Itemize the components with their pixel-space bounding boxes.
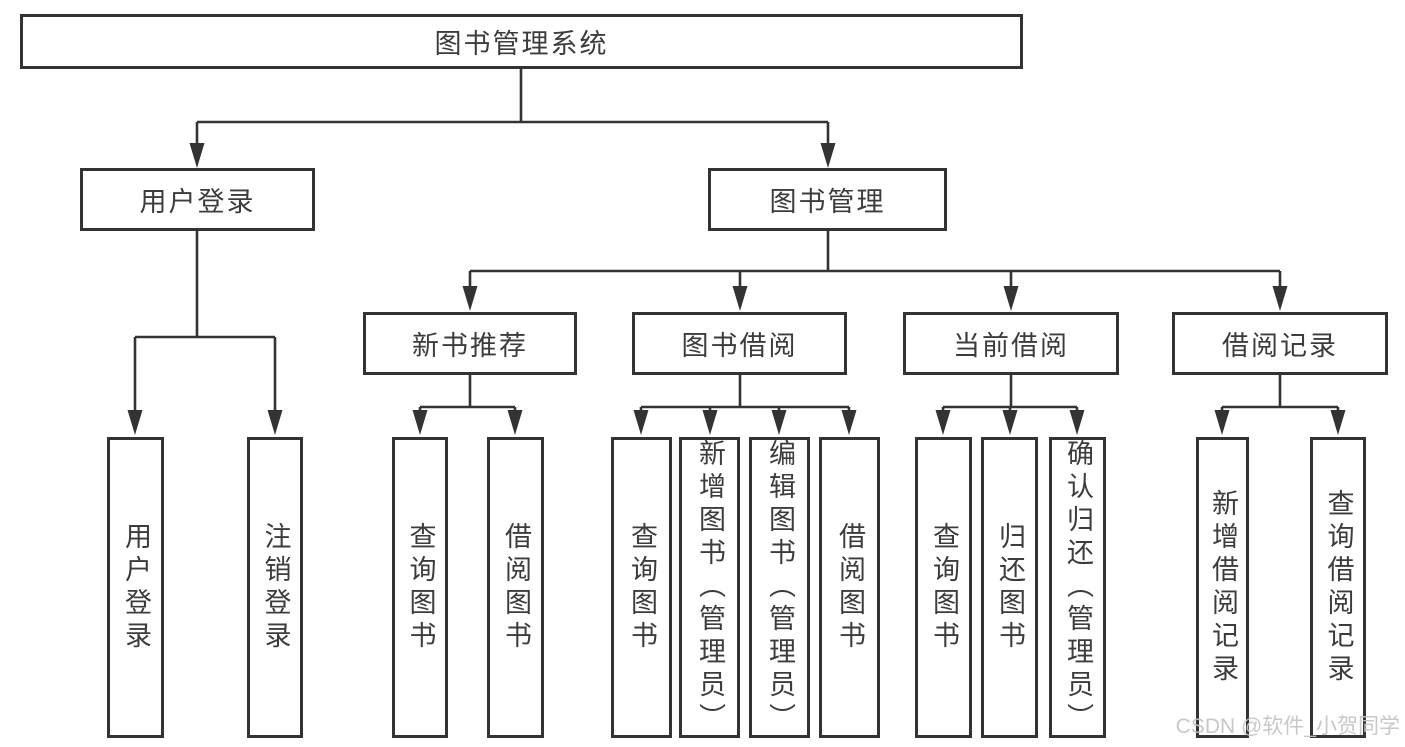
node-current-borrow-label: 当前借阅: [953, 331, 1069, 361]
node-borrow-records: 借阅记录: [1172, 312, 1388, 375]
leaf-user-login-label: 用户登录: [121, 521, 151, 654]
node-book-borrow-label: 图书借阅: [681, 331, 798, 361]
leaf-add-book-admin-label: 新增图书（管理员）: [695, 439, 725, 736]
leaf-borrow-books-1: 借阅图书: [487, 437, 544, 738]
leaf-return-book-label: 归还图书: [995, 521, 1025, 654]
leaf-confirm-return-admin: 确认归还（管理员）: [1049, 437, 1106, 738]
node-new-book-recommend: 新书推荐: [363, 312, 577, 375]
leaf-borrow-books-1-label: 借阅图书: [501, 521, 531, 654]
leaf-query-borrow-record: 查询借阅记录: [1310, 437, 1366, 738]
node-current-borrow: 当前借阅: [903, 312, 1119, 375]
leaf-query-books-1-label: 查询图书: [405, 521, 436, 654]
leaf-return-book: 归还图书: [981, 437, 1038, 738]
leaf-logout-label: 注销登录: [260, 521, 291, 654]
node-user-login: 用户登录: [80, 168, 315, 231]
leaf-borrow-books-2-label: 借阅图书: [835, 521, 865, 654]
node-root: 图书管理系统: [20, 14, 1023, 69]
leaf-query-books-2-label: 查询图书: [627, 521, 657, 654]
leaf-add-borrow-record-label: 新增借阅记录: [1208, 488, 1238, 687]
leaf-query-books-3: 查询图书: [915, 437, 972, 738]
leaf-query-borrow-record-label: 查询借阅记录: [1323, 488, 1354, 687]
watermark: CSDN @软件_小贺同学: [1175, 715, 1400, 738]
node-root-label: 图书管理系统: [434, 29, 609, 59]
leaf-query-books-3-label: 查询图书: [929, 521, 959, 654]
node-user-login-label: 用户登录: [139, 187, 256, 217]
leaf-user-login: 用户登录: [107, 437, 164, 738]
leaf-logout: 注销登录: [247, 437, 303, 738]
leaf-query-books-2: 查询图书: [611, 437, 672, 738]
node-borrow-records-label: 借阅记录: [1222, 331, 1338, 361]
leaf-add-borrow-record: 新增借阅记录: [1196, 437, 1249, 738]
leaf-query-books-1: 查询图书: [392, 437, 448, 738]
node-new-book-recommend-label: 新书推荐: [412, 331, 528, 361]
node-book-management: 图书管理: [708, 168, 947, 231]
leaf-edit-book-admin: 编辑图书（管理员）: [749, 437, 810, 738]
leaf-confirm-return-admin-label: 确认归还（管理员）: [1063, 439, 1093, 736]
leaf-borrow-books-2: 借阅图书: [819, 437, 880, 738]
leaf-add-book-admin: 新增图书（管理员）: [679, 437, 740, 738]
leaf-edit-book-admin-label: 编辑图书（管理员）: [765, 439, 795, 736]
node-book-management-label: 图书管理: [769, 187, 886, 217]
node-book-borrow: 图书借阅: [632, 312, 847, 375]
